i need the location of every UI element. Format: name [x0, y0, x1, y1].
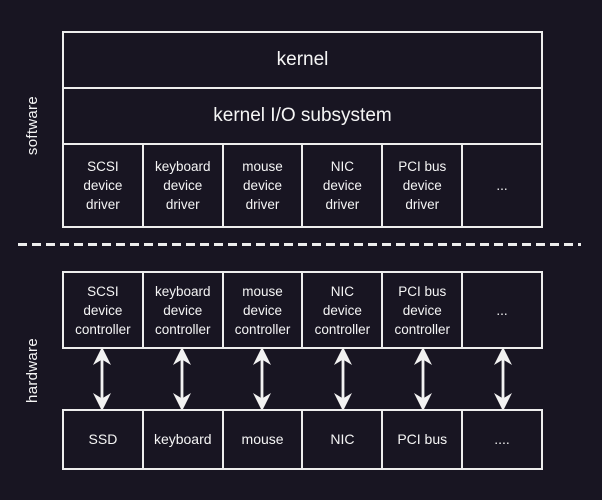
- software-hardware-divider: [18, 243, 581, 246]
- hardware-section-label: hardware: [24, 338, 41, 403]
- pci-bus-device-cell: PCI bus: [383, 411, 464, 468]
- ellipsis-controller-cell: ...: [496, 302, 508, 318]
- keyboard-device-controller-cell: keyboard device controller: [144, 273, 224, 347]
- device-controller-row: SCSI device controller keyboard device c…: [62, 271, 543, 349]
- hardware-device-row: SSD keyboard mouse NIC PCI bus ....: [62, 409, 543, 470]
- pci-bus-device-driver-cell: PCI bus device driver: [383, 145, 464, 226]
- software-stack: kernel kernel I/O subsystem SCSI device …: [62, 31, 543, 228]
- nic-device-controller-cell: NIC device controller: [303, 273, 384, 347]
- double-arrow-icon: [62, 347, 142, 411]
- scsi-device-controller-cell: SCSI device controller: [64, 273, 144, 347]
- kernel-box: kernel: [64, 33, 541, 89]
- pci-bus-device-controller-cell: PCI bus device controller: [383, 273, 464, 347]
- double-arrow-icon: [142, 347, 222, 411]
- mouse-device-driver-cell: mouse device driver: [224, 145, 304, 226]
- ssd-device-cell: SSD: [64, 411, 144, 468]
- mouse-device-controller-cell: mouse device controller: [224, 273, 304, 347]
- mouse-device-cell: mouse: [224, 411, 304, 468]
- software-section-label: software: [24, 96, 41, 156]
- double-arrow-icon: [383, 347, 463, 411]
- controller-device-connectors: [62, 347, 543, 411]
- kernel-io-subsystem-box: kernel I/O subsystem: [64, 89, 541, 145]
- scsi-device-driver-cell: SCSI device driver: [64, 145, 144, 226]
- device-driver-row: SCSI device driver keyboard device drive…: [64, 145, 541, 226]
- keyboard-device-cell: keyboard: [144, 411, 224, 468]
- double-arrow-icon: [303, 347, 383, 411]
- ellipsis-driver-cell: ...: [496, 178, 508, 193]
- ellipsis-device-cell: ....: [494, 431, 510, 447]
- double-arrow-icon: [222, 347, 302, 411]
- double-arrow-icon: [463, 347, 543, 411]
- nic-device-cell: NIC: [303, 411, 384, 468]
- nic-device-driver-cell: NIC device driver: [303, 145, 384, 226]
- keyboard-device-driver-cell: keyboard device driver: [144, 145, 224, 226]
